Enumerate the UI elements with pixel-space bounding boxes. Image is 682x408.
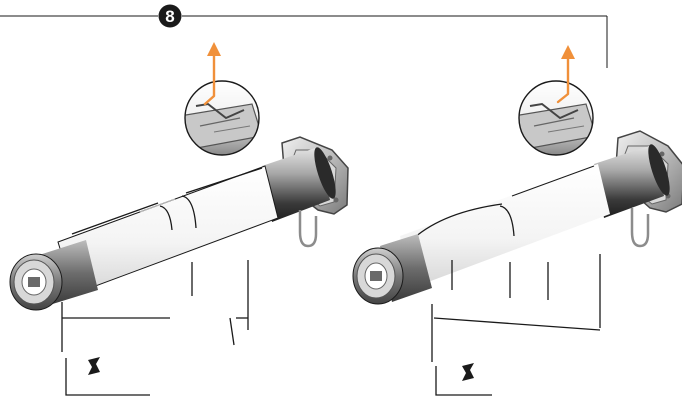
motor-cable — [298, 210, 318, 248]
numbered-circle-icon — [158, 4, 182, 28]
motor-head — [594, 144, 670, 218]
roller-tube — [400, 164, 610, 288]
motor-head — [262, 147, 336, 222]
step-badge: 8 — [158, 4, 182, 28]
motor-cable — [630, 208, 650, 248]
bottom-bar-marker — [88, 357, 100, 375]
bottom-bar-marker — [462, 363, 474, 381]
fabric-outline — [413, 203, 601, 396]
fabric-outline — [61, 167, 263, 396]
arrow-up-icon — [203, 42, 221, 106]
roller-assembly-left — [9, 42, 349, 396]
step-number: 8 — [165, 7, 174, 26]
detail-magnifier — [184, 80, 260, 156]
roller-assembly-right — [352, 45, 682, 396]
arrow-up-icon — [556, 45, 575, 104]
step-connector-line — [0, 15, 608, 68]
idler-end-cap — [9, 240, 98, 311]
detail-magnifier — [518, 80, 594, 156]
idler-end-cap — [352, 234, 432, 305]
